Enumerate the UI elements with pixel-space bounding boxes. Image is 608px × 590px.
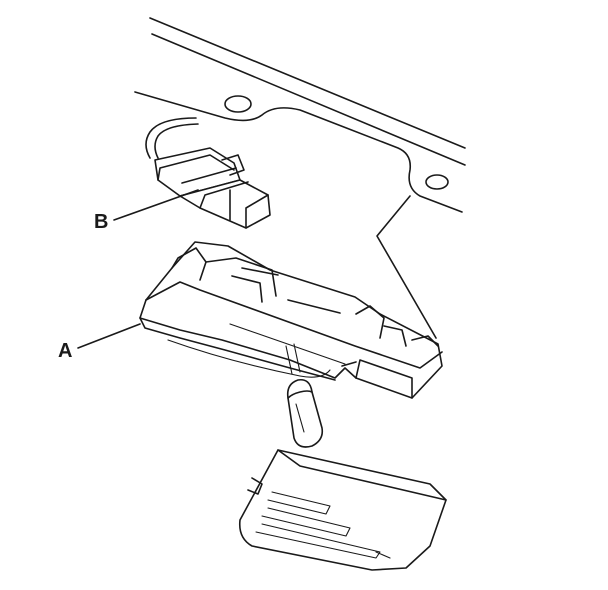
mounting-hole bbox=[425, 174, 449, 190]
mounting-hole bbox=[224, 95, 252, 113]
bulb bbox=[285, 343, 324, 448]
callout-a: A bbox=[58, 340, 73, 362]
mounting-panel bbox=[134, 17, 466, 339]
connector-b bbox=[154, 147, 271, 229]
leader-line-b bbox=[113, 189, 199, 221]
light-housing-a bbox=[139, 241, 443, 399]
lens-cover bbox=[238, 449, 447, 571]
wire-harness bbox=[145, 117, 199, 159]
leader-line-a bbox=[77, 323, 141, 349]
callout-b: B bbox=[94, 211, 109, 233]
